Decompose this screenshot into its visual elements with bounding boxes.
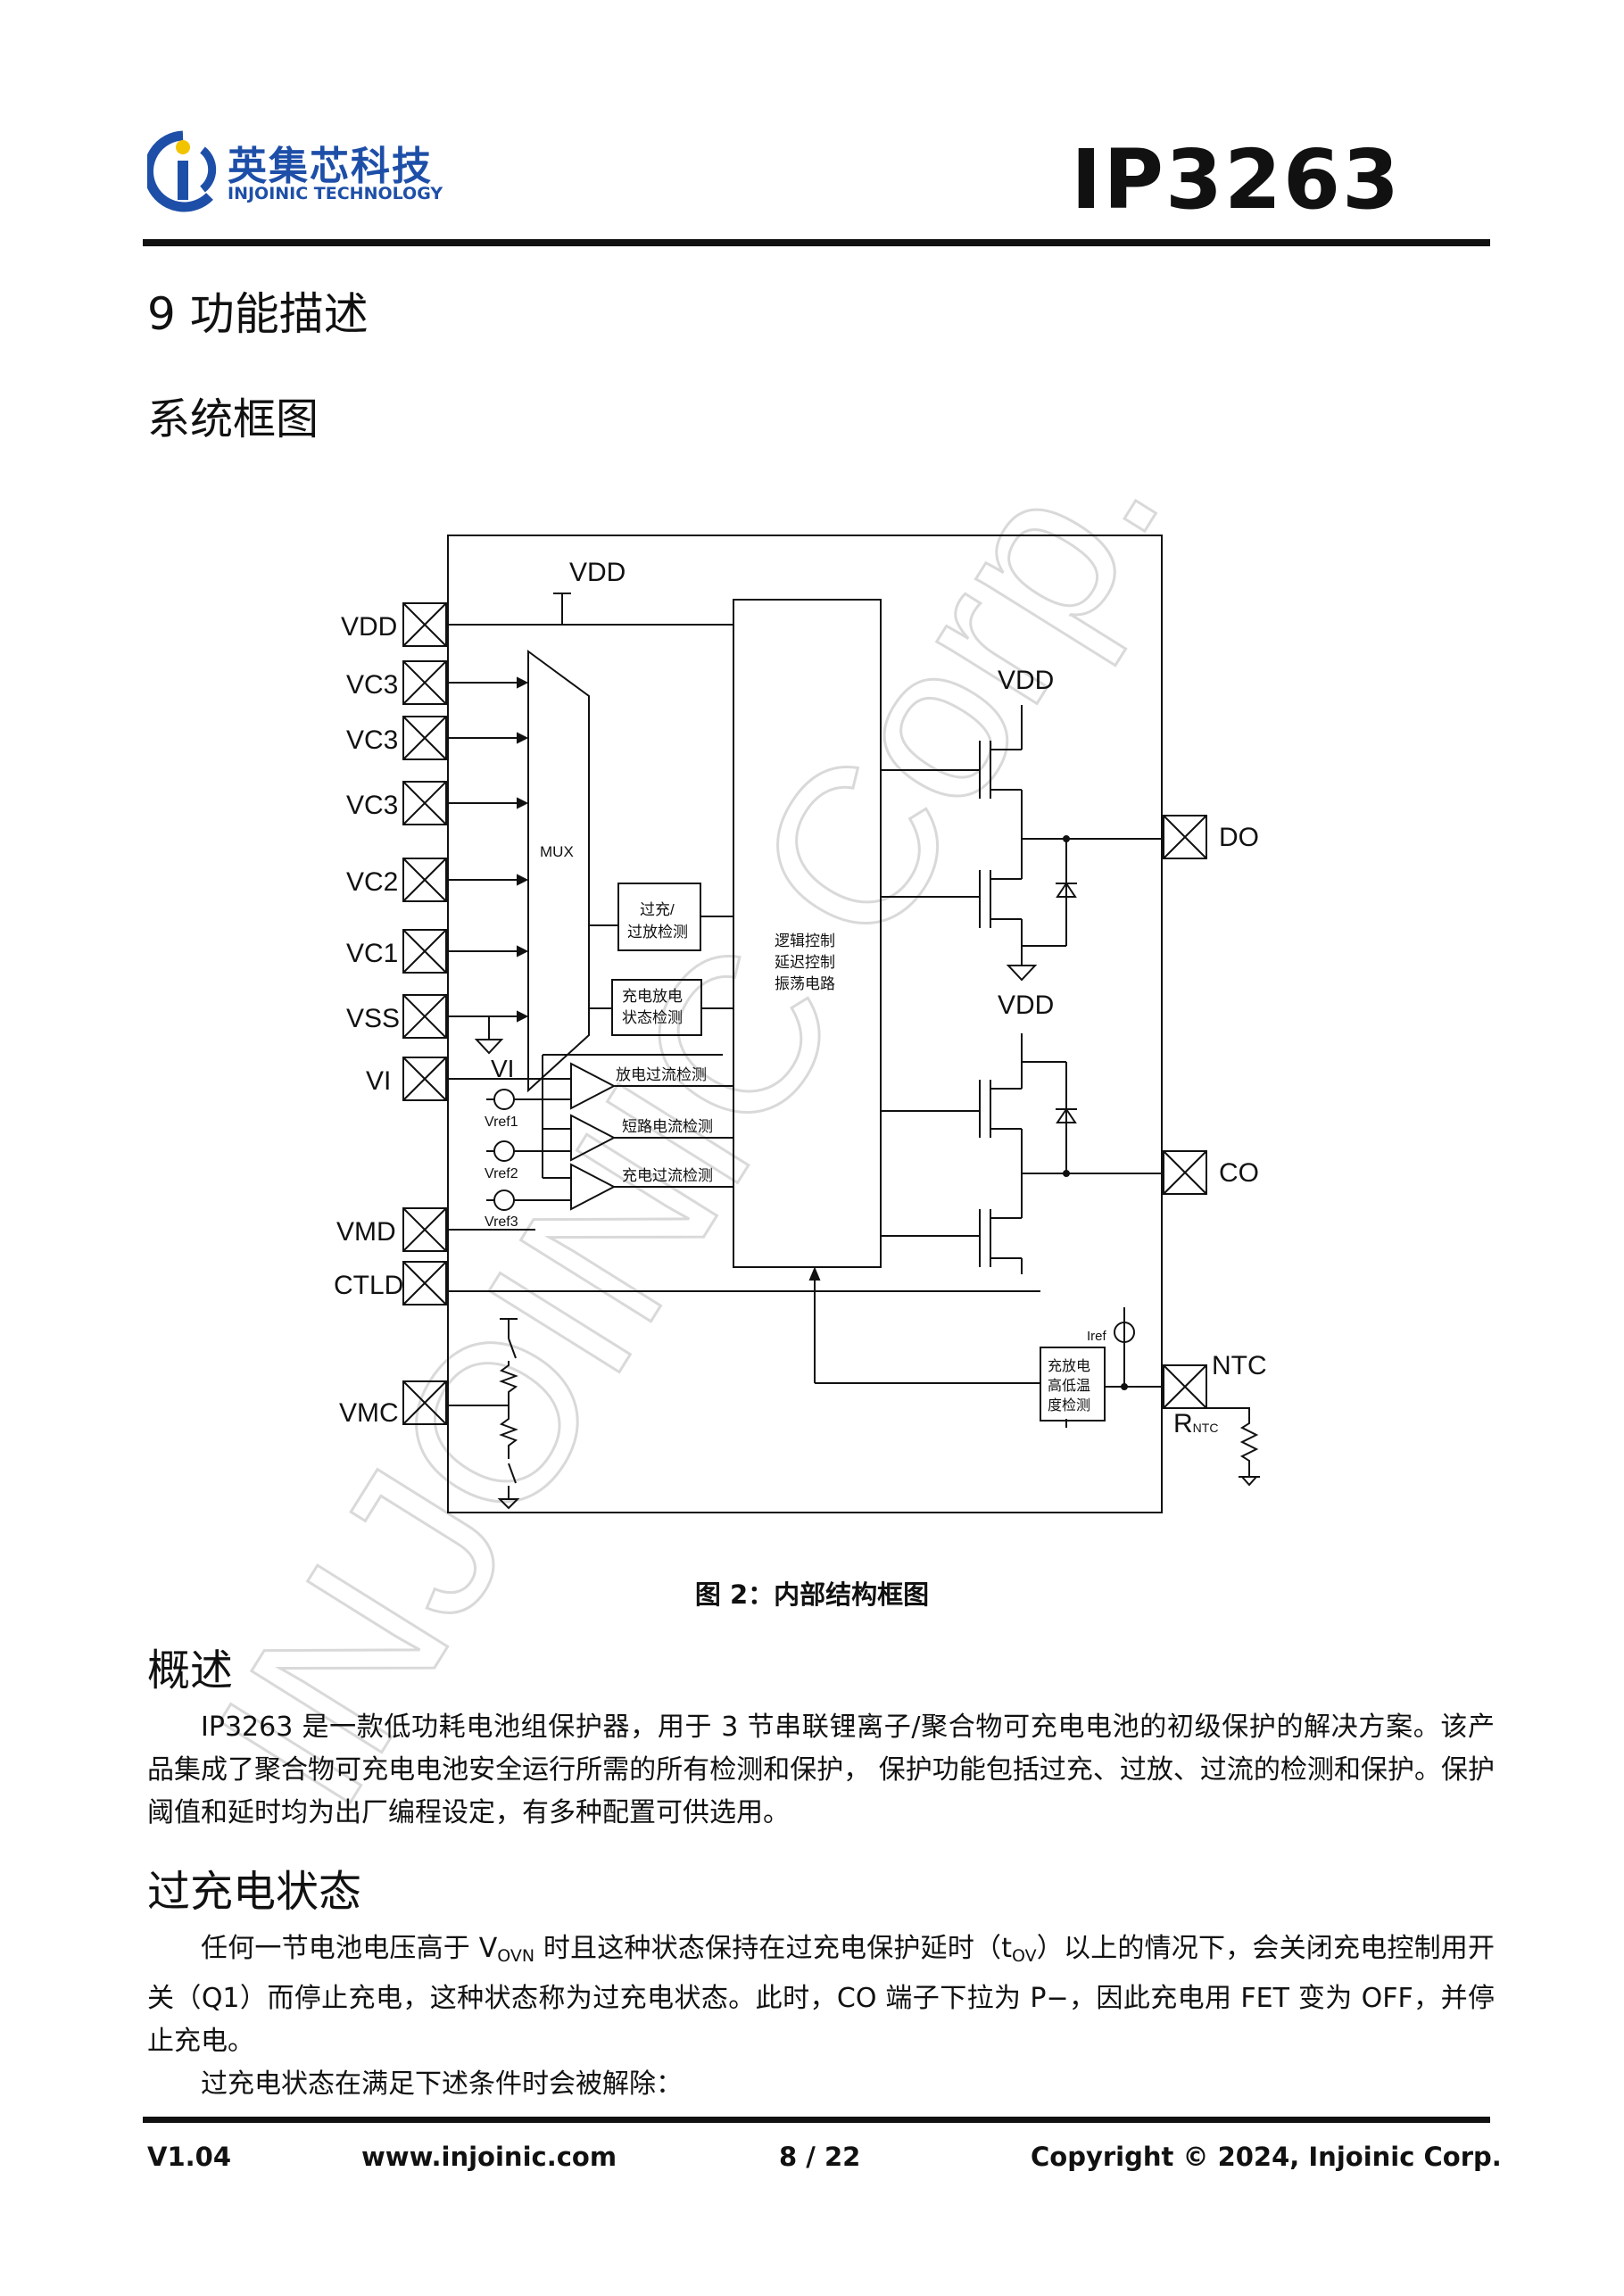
label-pin-vmd: VMD xyxy=(336,1217,396,1247)
pin-vc3a-box xyxy=(402,660,447,705)
mux-block xyxy=(527,650,590,1093)
footer-rule xyxy=(143,2117,1490,2123)
do-mosfets xyxy=(881,705,1164,982)
footer-copyright: Copyright © 2024, Injoinic Corp. xyxy=(1031,2142,1502,2172)
label-vref1: Vref1 xyxy=(485,1115,518,1130)
label-vref3: Vref3 xyxy=(485,1214,518,1230)
logo-mark-icon xyxy=(143,130,217,212)
label-temp-2: 高低温 xyxy=(1048,1378,1090,1394)
label-vi: VI xyxy=(491,1055,514,1082)
pin-co-box xyxy=(1163,1150,1207,1195)
label-pin-vmc: VMC xyxy=(339,1398,399,1428)
pin-vdd-box xyxy=(402,602,447,647)
label-logic-2: 延迟控制 xyxy=(775,954,835,971)
overcharge-paragraph: 任何一节电池电压高于 VOVN 时且这种状态保持在过充电保护延时（tOV）以上的… xyxy=(147,1927,1495,2106)
label-vdd-do: VDD xyxy=(998,666,1054,695)
label-ovp-2: 过放检测 xyxy=(627,924,688,941)
logo-english: INJOINIC TECHNOLOGY xyxy=(228,184,443,203)
label-pin-vdd: VDD xyxy=(341,612,397,642)
label-pin-vc3b: VC3 xyxy=(346,725,398,755)
overview-title: 概述 xyxy=(147,1645,234,1695)
footer-version: V1.04 xyxy=(147,2142,231,2172)
label-temp-3: 度检测 xyxy=(1048,1397,1090,1413)
label-rntc: RNTC xyxy=(1173,1409,1218,1438)
comparators xyxy=(446,1054,733,1231)
pin-vss-box xyxy=(402,994,447,1039)
label-pin-vc3c: VC3 xyxy=(346,791,398,820)
label-pin-vc3a: VC3 xyxy=(346,670,398,700)
logo-chinese: 英集芯科技 xyxy=(228,144,433,189)
right-pins xyxy=(1163,815,1207,1409)
internal-block-diagram: VDD VDD VC3 VC3 VC3 VC2 VC1 VSS VI VMD C… xyxy=(334,535,1267,1513)
left-pins xyxy=(402,602,447,1425)
label-vdd-top: VDD xyxy=(569,558,626,587)
label-pin-vc2: VC2 xyxy=(346,867,398,897)
overcharge-release: 过充电状态在满足下述条件时会被解除： xyxy=(201,2068,683,2100)
label-pin-ntc: NTC xyxy=(1212,1351,1267,1380)
label-mux: MUX xyxy=(540,843,574,860)
overcharge-title: 过充电状态 xyxy=(147,1867,362,1917)
overcharge-body: 任何一节电池电压高于 VOVN 时且这种状态保持在过充电保护延时（tOV）以上的… xyxy=(147,1933,1495,2057)
overview-body: IP3263 是一款低功耗电池组保护器，用于 3 节串联锂离子/聚合物可充电电池… xyxy=(147,1712,1495,1828)
pin-vc3b-box xyxy=(402,716,447,760)
logic-block xyxy=(733,599,882,1268)
diagram-labels: VDD VDD VC3 VC3 VC3 VC2 VC1 VSS VI VMD C… xyxy=(334,558,1267,1438)
label-state-1: 充电放电 xyxy=(622,988,683,1005)
pin-vc1-box xyxy=(402,929,447,974)
label-state-2: 状态检测 xyxy=(622,1009,683,1026)
label-pin-co: CO xyxy=(1219,1158,1259,1188)
label-ovp-1: 过充/ xyxy=(640,901,675,918)
co-mosfets xyxy=(881,1033,1164,1274)
label-vdd-co: VDD xyxy=(998,991,1054,1020)
label-temp-1: 充放电 xyxy=(1048,1358,1090,1374)
pin-do-box xyxy=(1163,815,1207,859)
overview-paragraph: IP3263 是一款低功耗电池组保护器，用于 3 节串联锂离子/聚合物可充电电池… xyxy=(147,1706,1495,1835)
label-comp-1: 放电过流检测 xyxy=(616,1066,707,1083)
label-vref2: Vref2 xyxy=(485,1166,518,1181)
pin-vc3c-box xyxy=(402,781,447,825)
label-comp-3: 充电过流检测 xyxy=(622,1167,713,1184)
vmc-network xyxy=(446,1290,1040,1510)
pin-vi-box xyxy=(402,1057,447,1101)
label-pin-do: DO xyxy=(1219,823,1259,852)
footer-website[interactable]: www.injoinic.com xyxy=(361,2142,617,2172)
label-pin-ctld: CTLD xyxy=(334,1271,403,1300)
mux-inputs xyxy=(446,676,529,1023)
pin-vmd-box xyxy=(402,1207,447,1252)
part-number: IP3263 xyxy=(1071,132,1401,228)
pin-ctld-box xyxy=(402,1261,447,1305)
pin-vc2-box xyxy=(402,858,447,902)
label-logic-3: 振荡电路 xyxy=(775,975,835,992)
label-comp-2: 短路电流检测 xyxy=(622,1118,713,1135)
label-logic-1: 逻辑控制 xyxy=(775,932,835,949)
footer-page: 8 / 22 xyxy=(779,2142,861,2172)
section-title: 9 功能描述 xyxy=(147,288,369,340)
pin-ntc-box xyxy=(1163,1364,1207,1409)
label-pin-vc1: VC1 xyxy=(346,939,398,968)
header-rule xyxy=(143,239,1490,246)
chip-outline xyxy=(447,535,1163,1513)
subsection-block-diagram: 系统框图 xyxy=(147,394,319,444)
pin-vmc-box xyxy=(402,1380,447,1425)
label-pin-vi: VI xyxy=(366,1066,391,1096)
label-iref: Iref xyxy=(1087,1329,1107,1344)
company-logo xyxy=(143,125,442,219)
label-pin-vss: VSS xyxy=(346,1004,400,1033)
figure-caption: 图 2：内部结构框图 xyxy=(694,1579,930,1610)
